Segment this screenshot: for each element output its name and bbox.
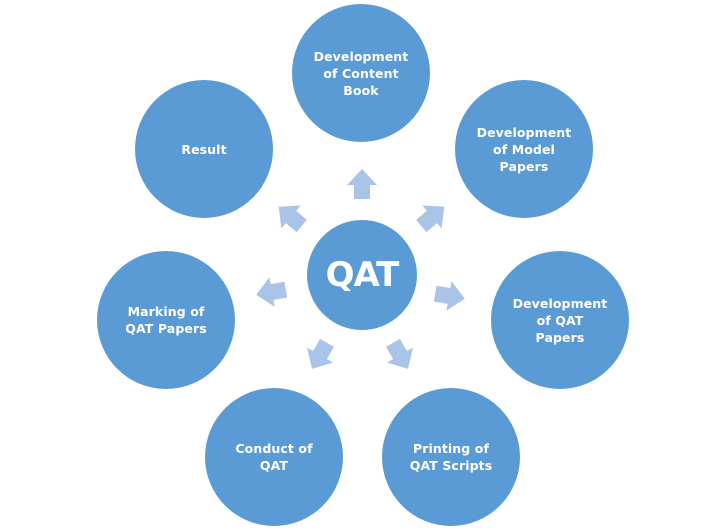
node-label: Marking of QAT Papers xyxy=(125,304,207,336)
node-conduct: Conduct of QAT xyxy=(205,388,343,526)
arrow-icon-to-conduct xyxy=(299,335,340,377)
arrow-icon-to-result xyxy=(269,195,312,238)
node-label: Development of QAT Papers xyxy=(512,295,608,345)
node-label: Printing of QAT Scripts xyxy=(409,441,493,473)
center-label: QAT xyxy=(325,255,400,295)
arrow-icon-to-model-papers xyxy=(411,195,454,238)
node-content-book: Development of Content Book xyxy=(292,4,430,142)
node-label: Result xyxy=(181,141,227,157)
center-node-qat: QAT xyxy=(307,220,417,330)
node-qat-papers: Development of QAT Papers xyxy=(491,251,629,389)
node-printing: Printing of QAT Scripts xyxy=(382,388,520,526)
node-label: Conduct of QAT xyxy=(235,441,313,473)
arrow-icon-to-marking xyxy=(253,274,289,310)
arrow-icon-to-qat-papers xyxy=(432,278,468,314)
node-label: Development of Model Papers xyxy=(476,124,572,174)
arrow-icon-to-printing xyxy=(380,335,421,377)
node-model-papers: Development of Model Papers xyxy=(455,80,593,218)
node-label: Development of Content Book xyxy=(313,48,409,98)
node-marking: Marking of QAT Papers xyxy=(97,251,235,389)
arrow-icon-to-content-book xyxy=(347,169,377,199)
node-result: Result xyxy=(135,80,273,218)
